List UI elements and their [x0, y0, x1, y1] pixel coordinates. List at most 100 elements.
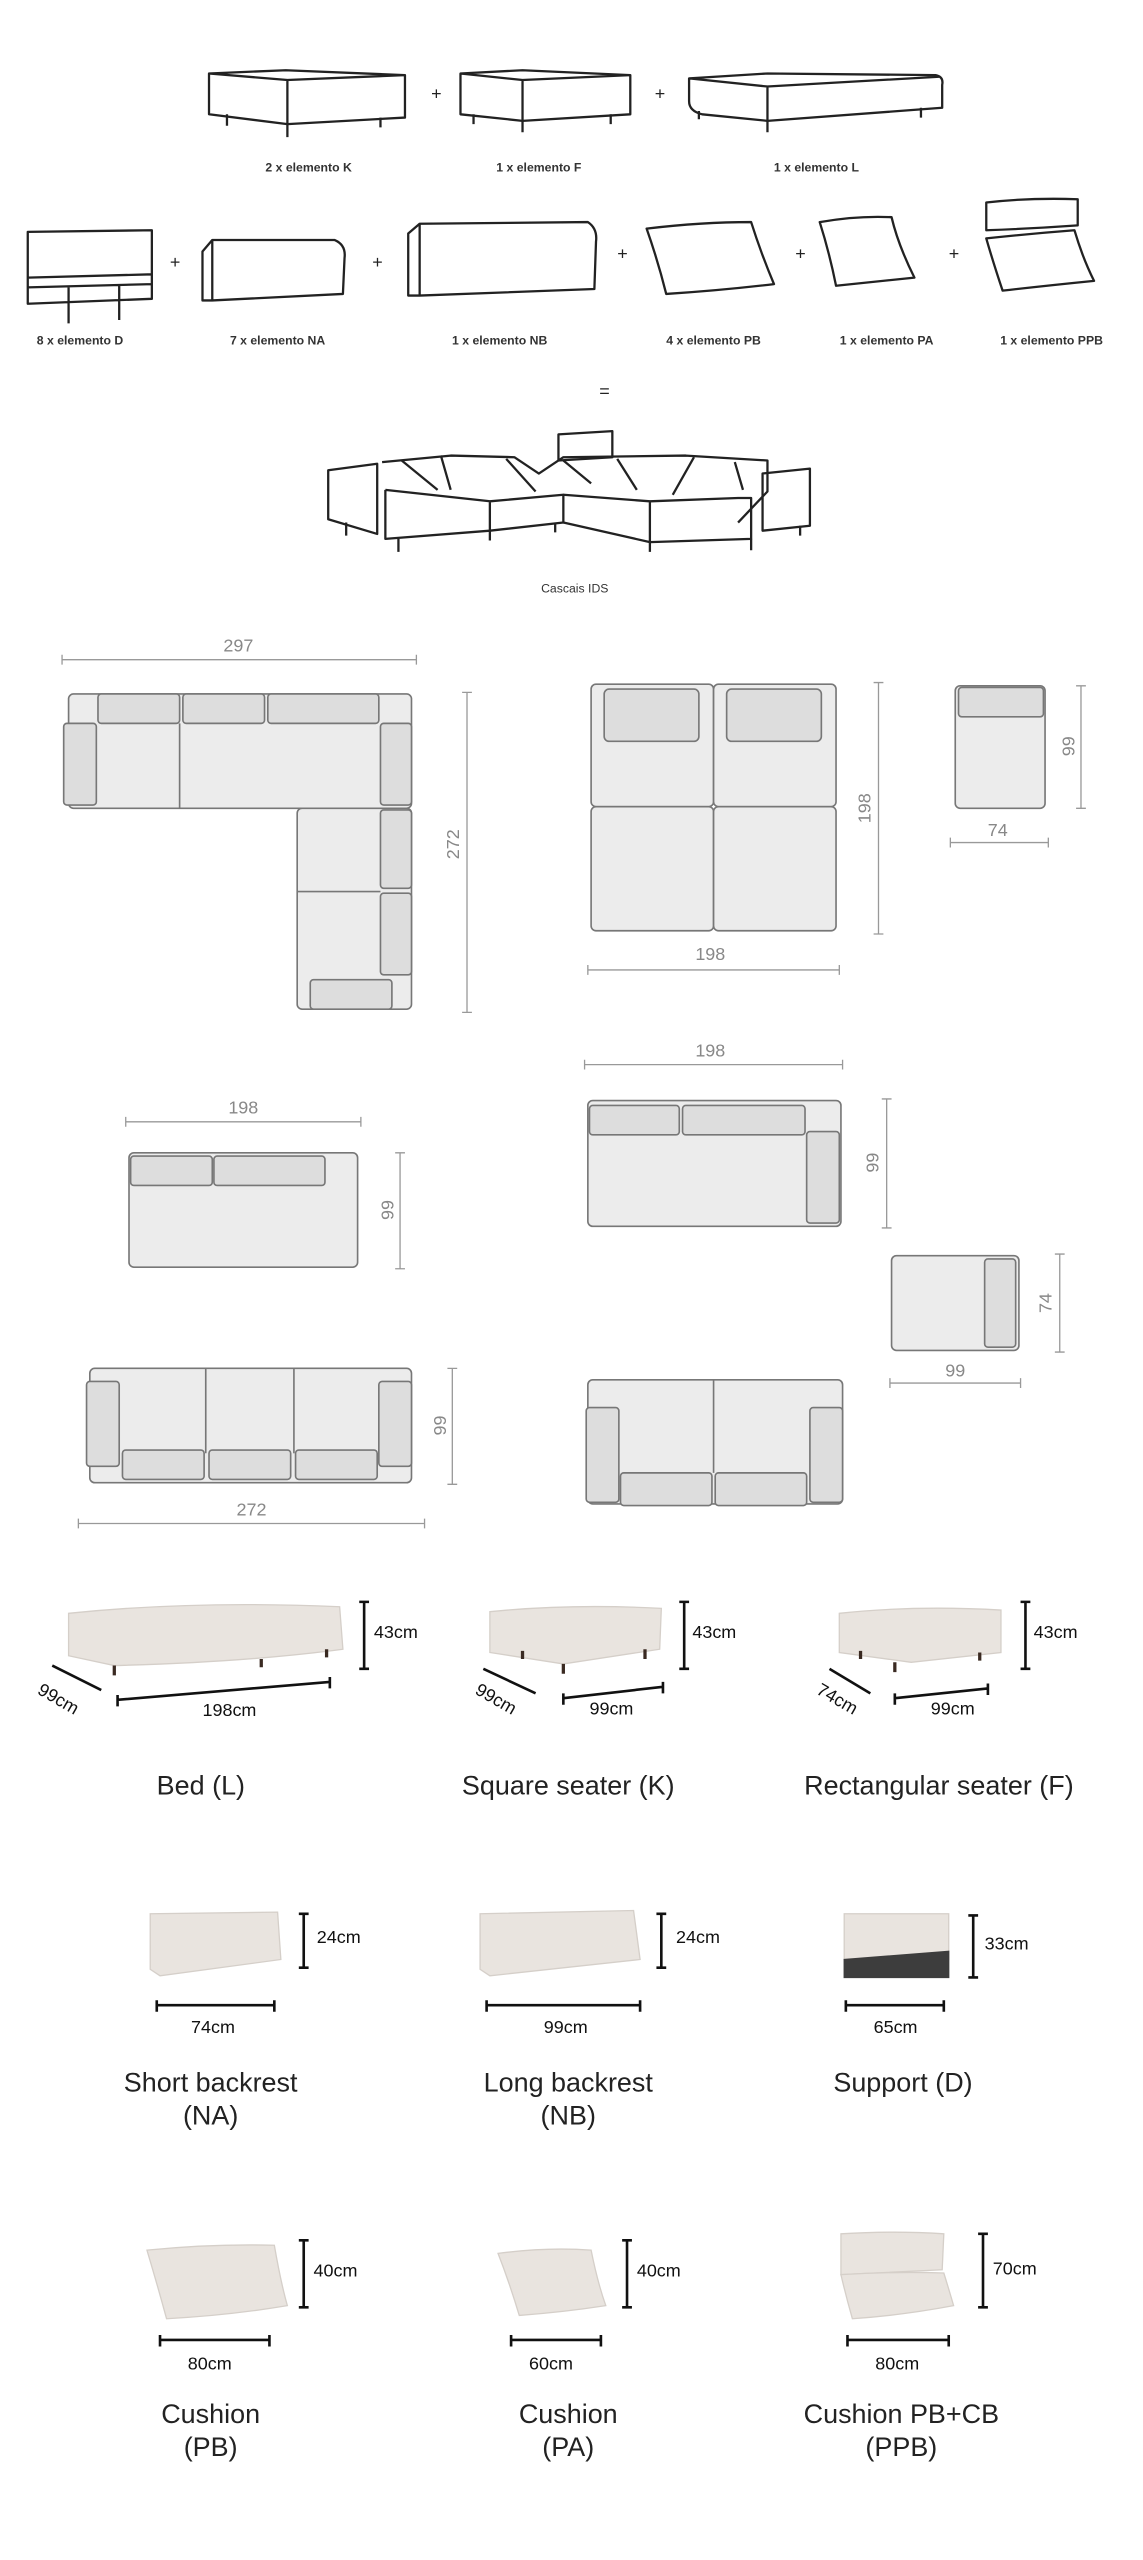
dim-small-rot-depth: 74 — [1036, 1293, 1057, 1314]
dim-sofa-a-width: 198 — [228, 1098, 259, 1119]
long-backrest-photo — [479, 1909, 641, 1977]
cascais-sofa-drawing — [327, 429, 812, 552]
component-label-pb: 4 x elemento PB — [666, 333, 761, 348]
code-text: (NB) — [540, 2101, 596, 2131]
short-backrest-height: 24cm — [316, 1928, 361, 1949]
rect-seater-height: 43cm — [1033, 1623, 1078, 1643]
cushion-pa-name: Cushion(PA) — [519, 2399, 618, 2464]
name-text: Cushion PB+CB — [803, 2400, 1000, 2430]
dim-square-depth: 198 — [855, 793, 876, 824]
support-photo — [843, 1913, 950, 1979]
plan-long — [85, 1367, 413, 1484]
bed-height: 43cm — [373, 1623, 418, 1643]
square-seater-height: 43cm — [692, 1623, 737, 1643]
plan-sofa-b — [587, 1099, 842, 1228]
square-seater-name: Square seater (K) — [461, 1771, 675, 1802]
element-ppb-drawing — [985, 197, 1096, 292]
element-l-drawing — [687, 72, 944, 133]
short-backrest-name: Short backrest(NA) — [124, 2067, 298, 2132]
component-label-pa: 1 x elemento PA — [839, 333, 934, 348]
element-pb-drawing — [645, 220, 776, 296]
dim-corner-depth: 272 — [444, 829, 464, 860]
plus-sign: + — [169, 253, 181, 273]
component-label-nb: 1 x elemento NB — [452, 333, 548, 348]
dim-sofa-a-depth: 99 — [378, 1199, 399, 1220]
cushion-ppb-photo — [840, 2231, 955, 2320]
bed-photo — [67, 1603, 344, 1676]
plan-small-rotated — [890, 1254, 1020, 1352]
component-label-ppb: 1 x elemento PPB — [1000, 333, 1103, 348]
plus-sign: + — [948, 244, 960, 265]
short-backrest-photo — [149, 1911, 282, 1977]
plan-square — [590, 683, 837, 932]
plan-sofa-a — [128, 1152, 359, 1268]
dim-square-width: 198 — [695, 945, 726, 966]
cushion-pb-height: 40cm — [313, 2261, 358, 2282]
plus-sign: + — [617, 244, 628, 265]
short-backrest-width: 74cm — [191, 2018, 235, 2038]
element-d-drawing — [26, 229, 154, 324]
dim-small-rot-width: 99 — [945, 1361, 966, 1382]
component-label-d: 8 x elemento D — [36, 333, 124, 348]
code-text: (PB) — [183, 2433, 238, 2463]
cushion-pa-photo — [497, 2248, 607, 2317]
component-label-na: 7 x elemento NA — [229, 333, 326, 348]
support-name: Support (D) — [833, 2067, 972, 2100]
element-k-drawing — [207, 69, 407, 138]
dim-corner-width: 297 — [223, 636, 254, 657]
long-backrest-width: 99cm — [543, 2018, 588, 2038]
equals-sign: = — [599, 382, 610, 402]
bed-name: Bed (L) — [156, 1771, 246, 1802]
plan-sofa-c — [585, 1378, 844, 1507]
dim-small-width: 74 — [987, 821, 1008, 841]
component-label-k: 2 x elemento K — [265, 160, 352, 175]
code-text: (D) — [935, 2068, 973, 2099]
plus-sign: + — [795, 244, 806, 265]
bed-width: 198cm — [202, 1701, 257, 1722]
element-f-drawing — [459, 69, 632, 133]
dim-long-width: 272 — [236, 1500, 267, 1521]
element-na-drawing — [201, 238, 346, 302]
cushion-pb-name: Cushion(PB) — [161, 2399, 260, 2464]
cushion-ppb-height: 70cm — [992, 2259, 1037, 2280]
cushion-pa-height: 40cm — [636, 2261, 681, 2282]
name-text: Support — [833, 2068, 928, 2099]
cushion-pb-photo — [146, 2244, 289, 2320]
result-label: Cascais IDS — [541, 581, 609, 597]
dim-sofa-b-width: 198 — [695, 1041, 726, 1062]
dim-small-depth: 99 — [1059, 736, 1080, 757]
square-seater-width: 99cm — [589, 1699, 634, 1720]
plus-sign: + — [372, 253, 383, 273]
code-text: (PPB) — [865, 2433, 938, 2463]
code-text: (PA) — [542, 2433, 595, 2463]
plan-small — [954, 685, 1046, 810]
element-pa-drawing — [818, 215, 916, 287]
component-label-l: 1 x elemento L — [773, 160, 859, 175]
name-text: Cushion — [161, 2400, 261, 2430]
long-backrest-name: Long backrest(NB) — [484, 2067, 653, 2132]
rect-seater-name: Rectangular seater (F) — [804, 1771, 1074, 1802]
product-dimension-lines — [51, 1600, 1031, 2347]
plus-sign: + — [431, 84, 442, 105]
cushion-ppb-width: 80cm — [875, 2354, 920, 2375]
long-backrest-height: 24cm — [676, 1928, 720, 1949]
square-seater-photo — [489, 1605, 663, 1674]
rect-seater-width: 99cm — [930, 1699, 975, 1720]
dim-long-depth: 99 — [431, 1415, 451, 1436]
plus-sign: + — [654, 84, 666, 105]
rectangular-seater-photo — [838, 1607, 1002, 1673]
plan-corner — [62, 693, 413, 1010]
element-nb-drawing — [407, 220, 598, 297]
support-width: 65cm — [873, 2018, 918, 2038]
name-text: Cushion — [518, 2400, 618, 2430]
cushion-ppb-name: Cushion PB+CB(PPB) — [804, 2399, 999, 2464]
name-text: Short backrest — [123, 2068, 298, 2099]
support-height: 33cm — [984, 1934, 1029, 1955]
code-text: (NA) — [182, 2101, 239, 2131]
plan-dimension-lines — [61, 654, 1086, 1529]
cushion-pa-width: 60cm — [529, 2354, 573, 2375]
component-label-f: 1 x elemento F — [496, 160, 582, 175]
dim-sofa-b-depth: 99 — [863, 1152, 884, 1173]
